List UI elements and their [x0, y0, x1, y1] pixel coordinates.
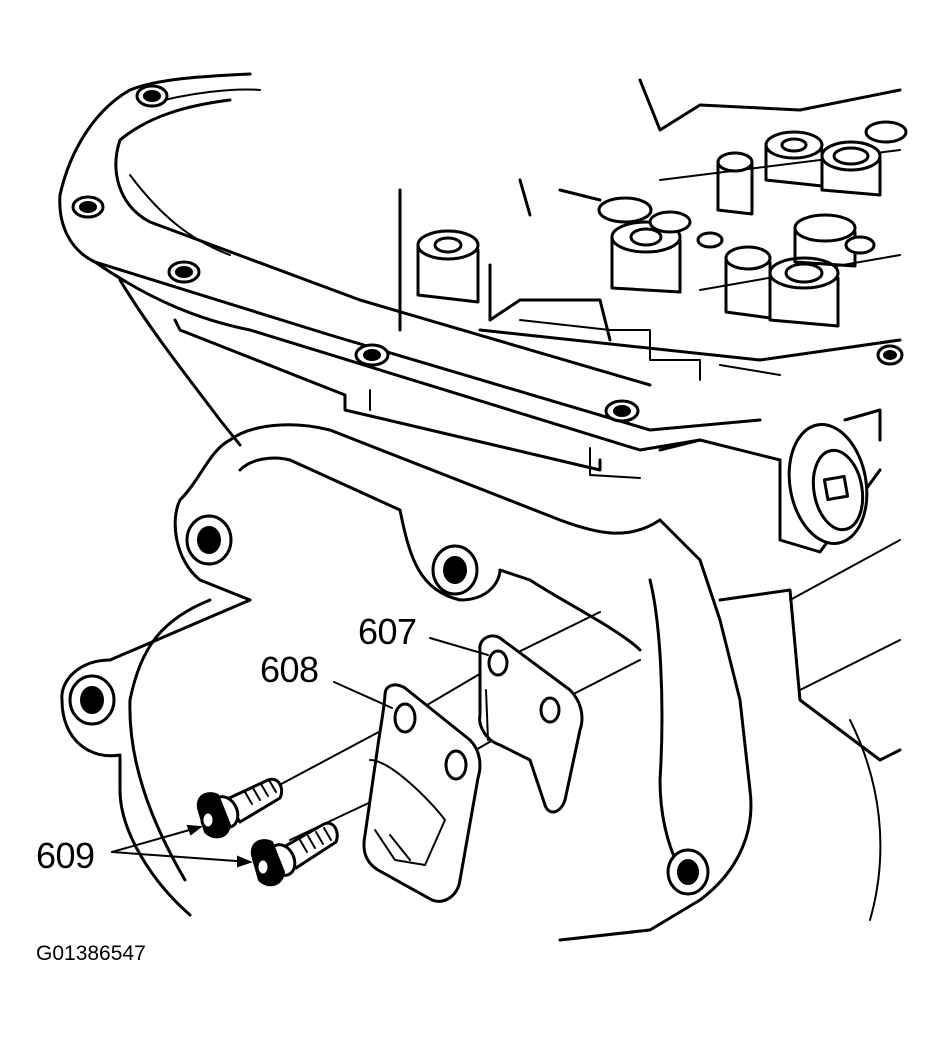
callout-609: 609: [36, 835, 95, 876]
callout-607: 607: [358, 611, 417, 652]
leader-609b: [111, 851, 251, 863]
gasket-plate-icon: [478, 634, 584, 814]
leader-608: [333, 681, 393, 709]
leader-609a: [111, 826, 201, 853]
case-lower-face: [60, 423, 902, 942]
cover-plate-icon: [362, 683, 482, 903]
transmission-case-icon: [58, 72, 904, 479]
bolt-icon: [196, 777, 339, 887]
leader-lines: [111, 637, 489, 868]
leader-607: [429, 637, 489, 656]
bolt-upper: [196, 777, 284, 839]
flange-bolt-holes: [71, 84, 904, 423]
arrow-609b: [237, 855, 253, 868]
figure-id: G01386547: [36, 942, 146, 965]
valve-body-icon: [398, 78, 908, 381]
mounting-holes: [68, 514, 710, 896]
arrow-609a: [186, 824, 203, 836]
callout-608: 608: [260, 649, 319, 690]
valve-bores: [416, 120, 908, 328]
plug-icon: [778, 408, 882, 554]
bolt-lower: [250, 821, 339, 887]
